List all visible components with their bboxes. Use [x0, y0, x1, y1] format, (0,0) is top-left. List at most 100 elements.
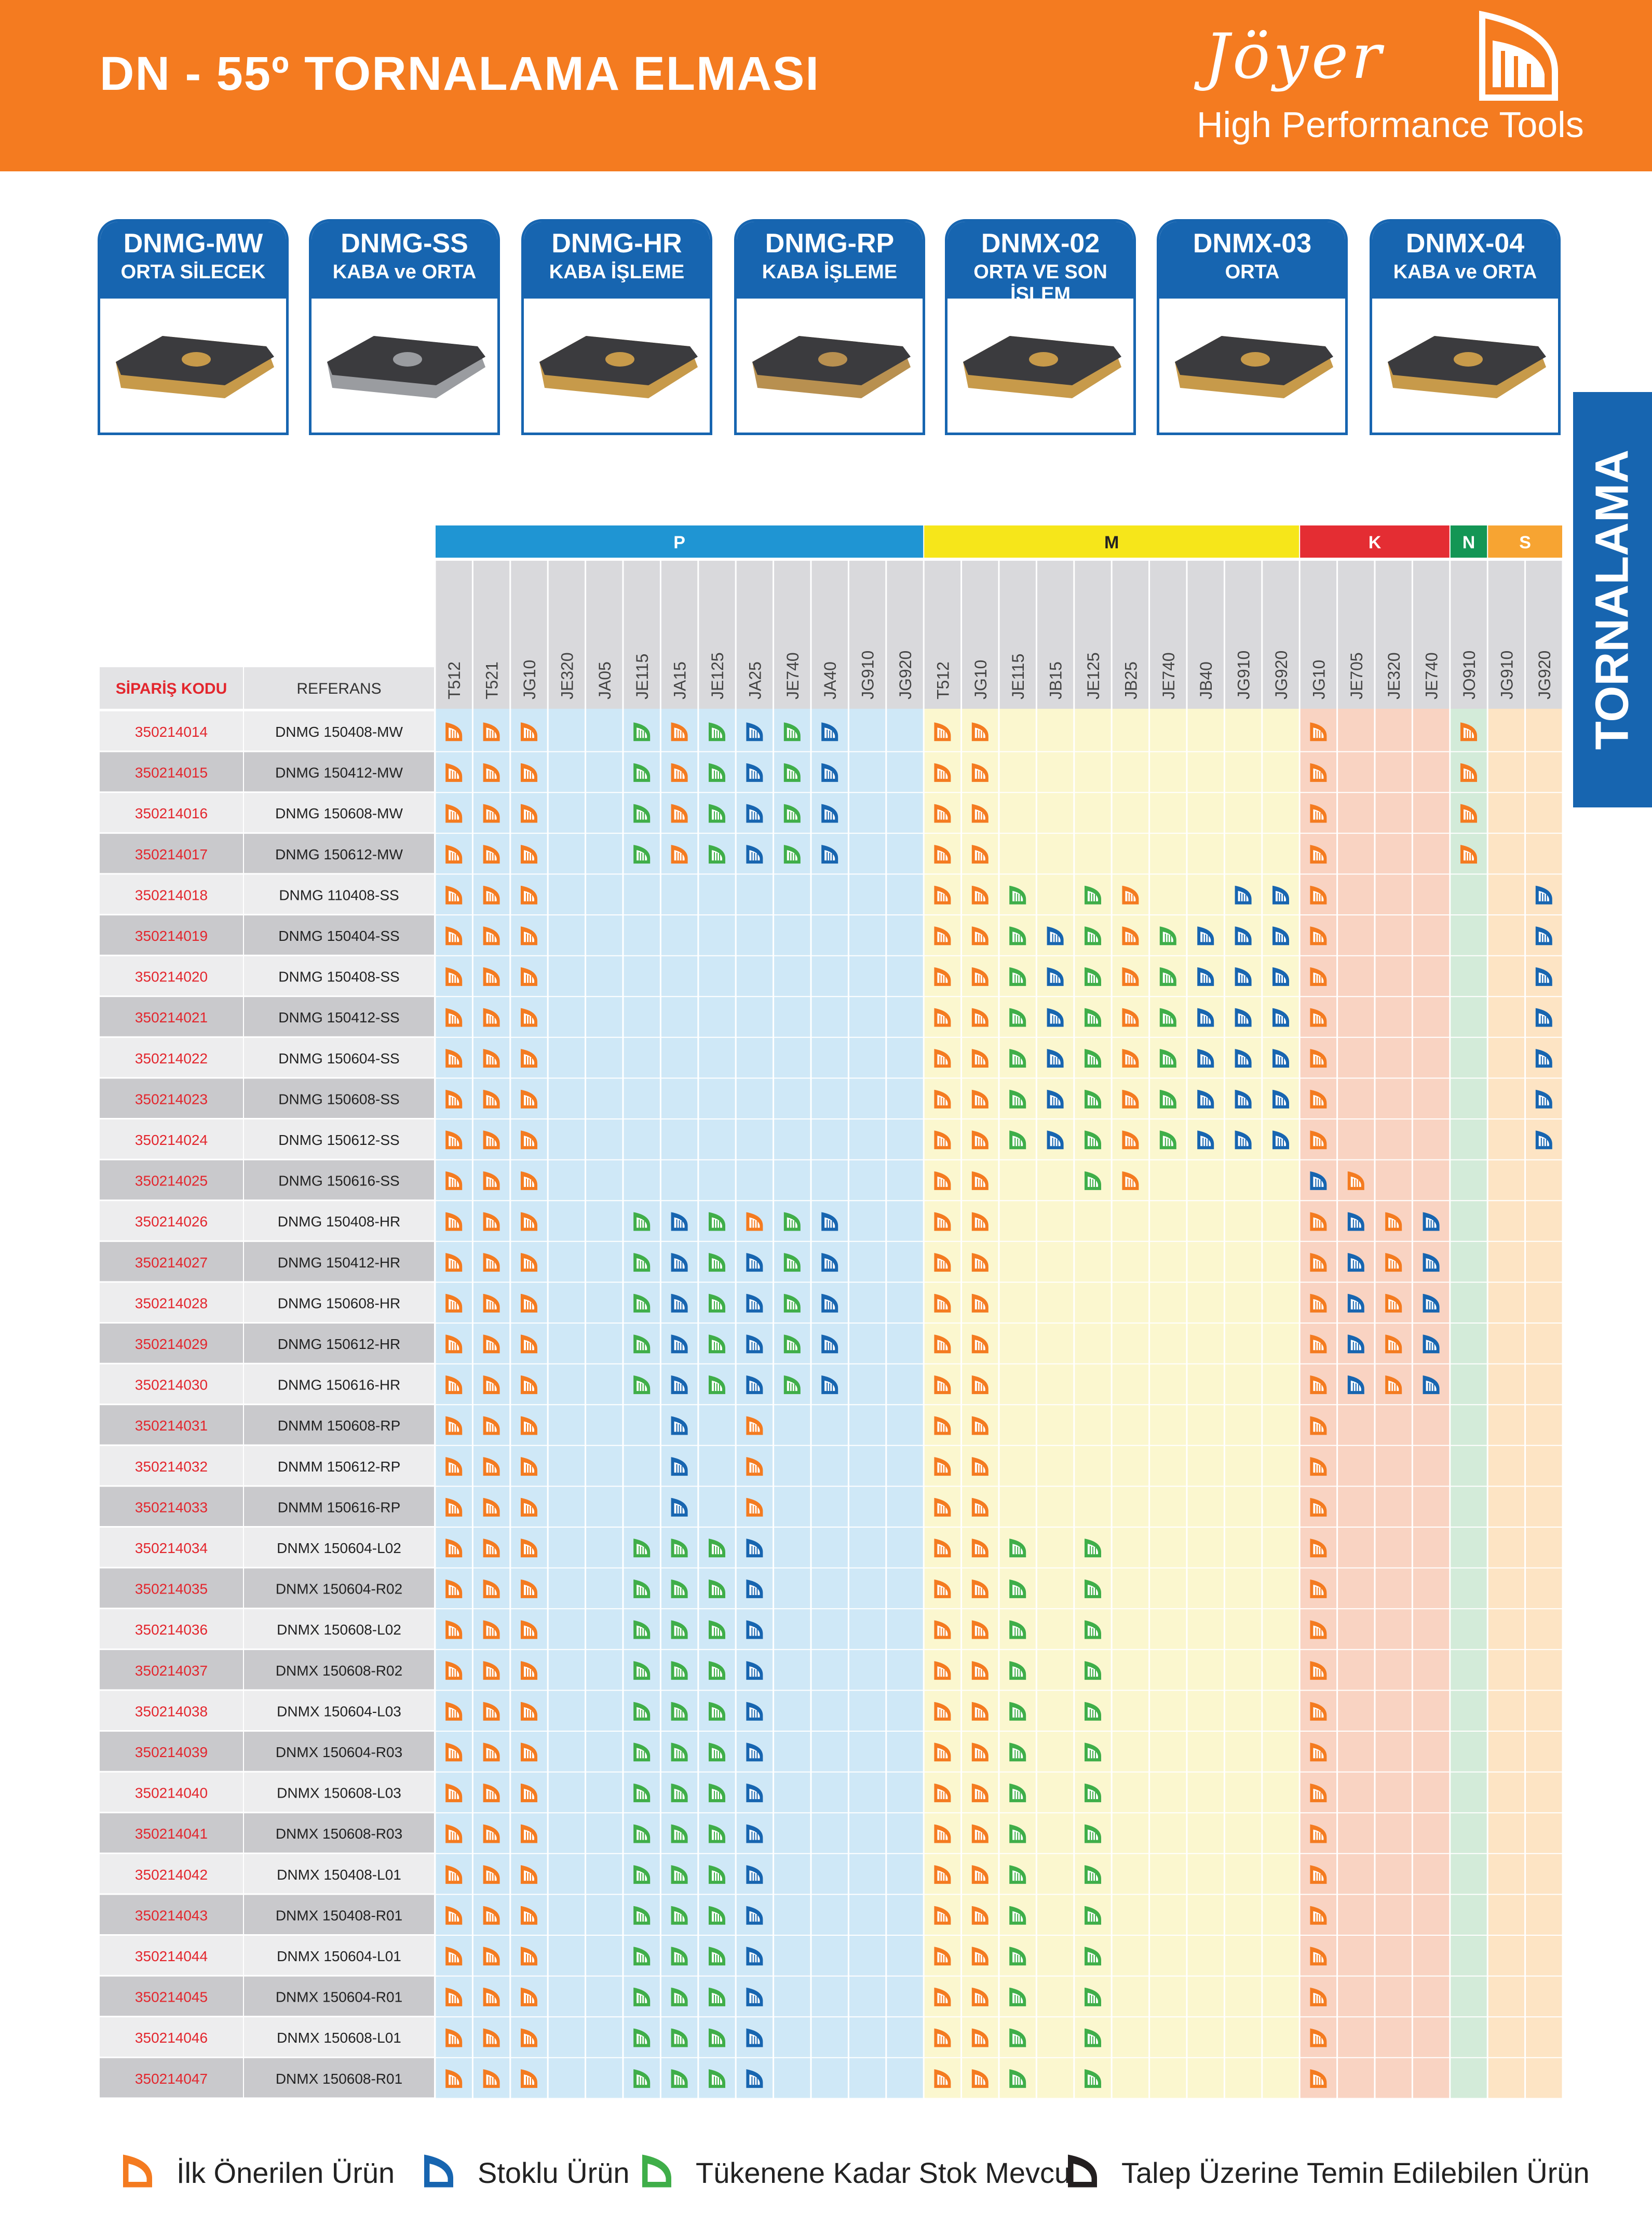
status-mark-icon: [633, 1783, 651, 1802]
status-mark-icon: [709, 845, 725, 864]
status-mark-icon: [521, 1049, 537, 1068]
status-mark-icon: [1535, 1008, 1552, 1027]
brand-tagline: High Performance Tools: [1197, 104, 1584, 145]
status-mark-icon: [671, 1497, 688, 1517]
status-mark-icon: [521, 1008, 537, 1027]
status-mark-icon: [633, 2028, 651, 2047]
grade-header-cell: [1187, 561, 1224, 709]
order-code: 350214039: [135, 1744, 208, 1760]
code-cell: [100, 874, 243, 914]
group-label: S: [1519, 533, 1531, 552]
status-mark-icon: [1310, 1579, 1327, 1598]
status-mark-icon: [971, 2069, 989, 2088]
status-mark-icon: [1235, 967, 1252, 986]
status-mark-icon: [783, 1293, 801, 1313]
grade-header-cell: [436, 561, 472, 709]
reference: DNMG 150612-HR: [278, 1336, 401, 1352]
group-label: K: [1369, 533, 1382, 552]
status-mark-icon: [521, 1661, 537, 1680]
status-mark-icon: [521, 1171, 537, 1190]
grade-header-cell: [1413, 561, 1450, 709]
reference: DNMG 150412-SS: [278, 1009, 399, 1025]
status-mark-icon: [746, 1293, 763, 1313]
status-mark-icon: [633, 1906, 651, 1925]
status-mark-icon: [934, 1049, 951, 1068]
order-code: 350214043: [135, 1907, 208, 1923]
status-mark-icon: [1235, 1049, 1252, 1068]
status-mark-icon: [1272, 926, 1289, 946]
status-mark-icon: [1310, 1457, 1327, 1476]
grade-label: JG10: [971, 660, 990, 699]
code-cell: [100, 1078, 243, 1118]
side-tab: [1573, 392, 1652, 807]
status-mark-icon: [746, 1334, 763, 1354]
status-mark-icon: [934, 1375, 951, 1394]
status-mark-icon: [483, 1702, 500, 1721]
order-code: 350214026: [135, 1213, 208, 1230]
status-mark-icon: [709, 1702, 725, 1721]
status-mark-icon: [1423, 1212, 1440, 1231]
ref-cell: [244, 874, 434, 914]
status-mark-icon: [1310, 1947, 1327, 1966]
status-mark-icon: [1159, 967, 1176, 986]
grade-header-cell: [1074, 561, 1112, 709]
status-mark-icon: [971, 1783, 989, 1802]
ref-cell: [244, 1364, 434, 1404]
status-mark-icon: [633, 1947, 651, 1966]
status-mark-icon: [521, 722, 537, 741]
status-mark-icon: [445, 1334, 463, 1354]
status-mark-icon: [971, 1539, 989, 1558]
code-cell: [100, 1201, 243, 1240]
product-card-subtitle: ORTA SİLECEK: [120, 261, 266, 283]
ref-cell: [244, 1405, 434, 1445]
grade-header-cell: [548, 561, 585, 709]
status-mark-icon: [1310, 1212, 1327, 1231]
status-mark-icon: [483, 885, 500, 905]
ref-header-cell: [244, 667, 434, 709]
status-mark-icon: [1535, 967, 1552, 986]
status-mark-icon: [1310, 1089, 1327, 1109]
status-mark-icon: [821, 722, 838, 741]
insert-image-icon: [752, 336, 911, 398]
status-mark-icon: [1085, 1743, 1101, 1762]
status-mark-icon: [483, 1171, 500, 1190]
code-cell: [100, 1364, 243, 1404]
status-mark-icon: [971, 1253, 989, 1272]
status-mark-icon: [521, 845, 537, 864]
status-mark-icon: [971, 1293, 989, 1313]
status-mark-icon: [746, 722, 763, 741]
grade-label: JG920: [1535, 651, 1554, 699]
status-mark-icon: [483, 1457, 500, 1476]
status-mark-icon: [1085, 1049, 1101, 1068]
status-mark-icon: [821, 1334, 838, 1354]
status-mark-icon: [1085, 1906, 1101, 1925]
order-code: 350214016: [135, 805, 208, 821]
insert-image-icon: [963, 336, 1121, 398]
status-mark-icon: [934, 1579, 951, 1598]
grade-header-cell: [886, 561, 924, 709]
status-mark-icon: [445, 1293, 463, 1313]
status-mark-icon: [1085, 1171, 1101, 1190]
status-mark-icon: [1122, 885, 1139, 905]
status-mark-icon: [821, 804, 838, 823]
status-mark-icon: [1310, 967, 1327, 986]
status-mark-icon: [709, 1375, 725, 1394]
grade-header-cell: [586, 561, 622, 709]
grade-label: T512: [445, 662, 464, 699]
status-mark-icon: [934, 967, 951, 986]
status-mark-icon: [934, 2028, 951, 2047]
status-mark-icon: [1085, 2028, 1101, 2047]
reference: DNMG 150612-MW: [275, 846, 403, 862]
status-mark-icon: [709, 1334, 725, 1354]
status-mark-icon: [1122, 926, 1139, 946]
status-mark-icon: [934, 926, 951, 946]
grade-header-cell: [849, 561, 886, 709]
grade-header-cell: [1488, 561, 1525, 709]
status-mark-icon: [671, 1293, 688, 1313]
order-code: 350214033: [135, 1499, 208, 1515]
status-mark-icon: [445, 845, 463, 864]
ref-cell: [244, 1895, 434, 1934]
